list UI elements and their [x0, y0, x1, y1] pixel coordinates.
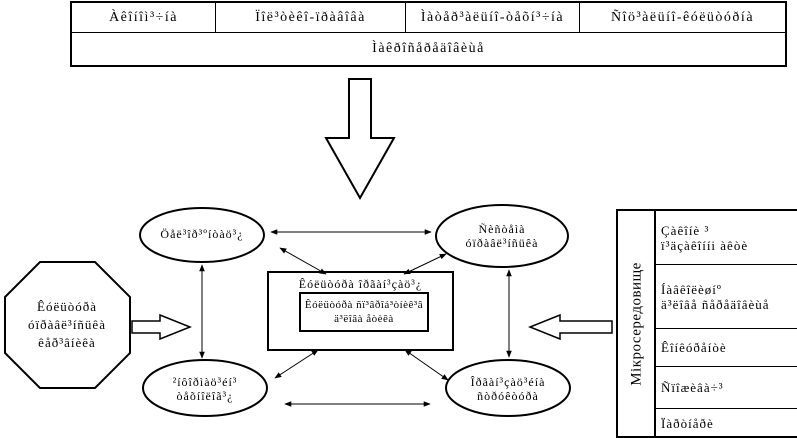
right-cell-business-line-1: Íàâêîëèøíº	[661, 281, 722, 297]
right-arrow-icon	[131, 313, 193, 341]
ellipse-top-right-line-2: óïðàâë³íñüêà	[465, 236, 539, 250]
octagon-line-1: Êóëüòóðà	[37, 299, 97, 314]
ellipse-bottom-left	[142, 359, 268, 417]
ellipse-top-left	[139, 207, 265, 263]
arrow-diag-bottom-left	[274, 349, 319, 379]
ellipse-bottom-right-text: Îðãàí³çàö³éíà ñòðóêòóðà	[450, 373, 566, 405]
arrow-diag-top-left	[279, 247, 327, 275]
top-cell-economic: Àêîíîì³÷íà	[72, 3, 216, 33]
center-inner-text: Êóëüòóðà ñï³âðîá³òíèê³â ä³ëîâà åòèêà	[302, 295, 426, 329]
micro-environment-label-text: Мікросередовище	[628, 262, 645, 386]
arrow-diag-top-right	[403, 253, 447, 275]
micro-environment-panel: Мікросередовище Çàêîíè ³ ï³äçàêîííi àêòè…	[616, 209, 797, 438]
center-box-title: Êóëüòóðà îðãàí³çàö³¿	[270, 276, 451, 292]
ellipse-top-right	[435, 204, 569, 268]
right-cell-laws-line-2: ï³äçàêîííi àêòè	[661, 237, 749, 253]
top-cell-material-technical: Ìàòåð³àëüíî-òåõí³÷íà	[406, 3, 580, 33]
octagon-line-2: óïðàâë³íñüêà	[28, 317, 106, 332]
down-arrow-icon	[324, 78, 396, 201]
center-inner-box	[299, 292, 429, 332]
center-inner-line-2: ä³ëîâà åòèêà	[334, 313, 394, 325]
octagon-shape	[4, 261, 131, 389]
center-box-title-label: Êóëüòóðà îðãàí³çàö³¿	[298, 277, 423, 291]
ellipse-bottom-left-text: ²íôîðìàö³éí³ òåõíîëîã³¿	[147, 373, 263, 405]
octagon-text: Êóëüòóðà óïðàâë³íñüêà êåð³âíèêà	[8, 282, 126, 368]
ellipse-bottom-left-line-1: ²íôîðìàö³éí³	[172, 375, 238, 389]
ellipse-bottom-right-line-2: ñòðóêòóðà	[477, 389, 539, 403]
ellipse-top-left-label: Öåë³îð³ºíòàö³¿	[160, 227, 244, 241]
right-cell-partners-label: Ïàðòíåðè	[661, 416, 714, 431]
right-cell-consumers-label: Ñïîæèâà÷³	[661, 380, 724, 395]
right-cell-partners: Ïàðòíåðè	[656, 409, 797, 438]
right-cell-consumers: Ñïîæèâà÷³	[656, 367, 797, 409]
right-cell-laws: Çàêîíè ³ ï³äçàêîííi àêòè	[656, 211, 797, 265]
right-cell-business-environment: Íàâêîëèøíº ä³ëîâå ñåðåäîâèùå	[656, 265, 797, 329]
right-cell-business-line-2: ä³ëîâå ñåðåäîâèùå	[661, 296, 770, 312]
right-cell-laws-line-1: Çàêîíè ³	[661, 222, 710, 238]
arrow-diag-bottom-right	[404, 349, 449, 381]
center-inner-line-1: Êóëüòóðà ñï³âðîá³òíèê³â	[304, 299, 424, 311]
top-cell-political-legal: Ïîë³òèêî-ïðàâîâà	[216, 3, 406, 33]
ellipse-bottom-left-line-2: òåõíîëîã³¿	[176, 389, 234, 403]
top-cell-macro-environment: Ìàêðîñåðåäîâèùå	[372, 41, 485, 56]
right-cell-competitors-label: Êîíêóðåíòè	[661, 340, 727, 355]
octagon-line-3: êåð³âíèêà	[38, 335, 96, 350]
ellipse-top-left-text: Öåë³îð³ºíòàö³¿	[144, 224, 260, 244]
ellipse-top-right-line-1: Ñèñòåìà	[478, 222, 526, 236]
left-arrow-icon	[527, 313, 613, 341]
macro-environment-table: Àêîíîì³÷íà Ïîë³òèêî-ïðàâîâà Ìàòåð³àëüíî-…	[70, 1, 787, 67]
ellipse-bottom-right	[445, 359, 571, 417]
ellipse-top-right-text: Ñèñòåìà óïðàâë³íñüêà	[440, 220, 564, 252]
top-cell-socio-cultural: Ñîö³àëüíî-êóëüòóðíà	[580, 3, 785, 33]
micro-environment-vertical-label: Мікросередовище	[618, 211, 656, 438]
ellipse-bottom-right-line-1: Îðãàí³çàö³éíà	[470, 375, 546, 389]
right-cell-competitors: Êîíêóðåíòè	[656, 329, 797, 367]
